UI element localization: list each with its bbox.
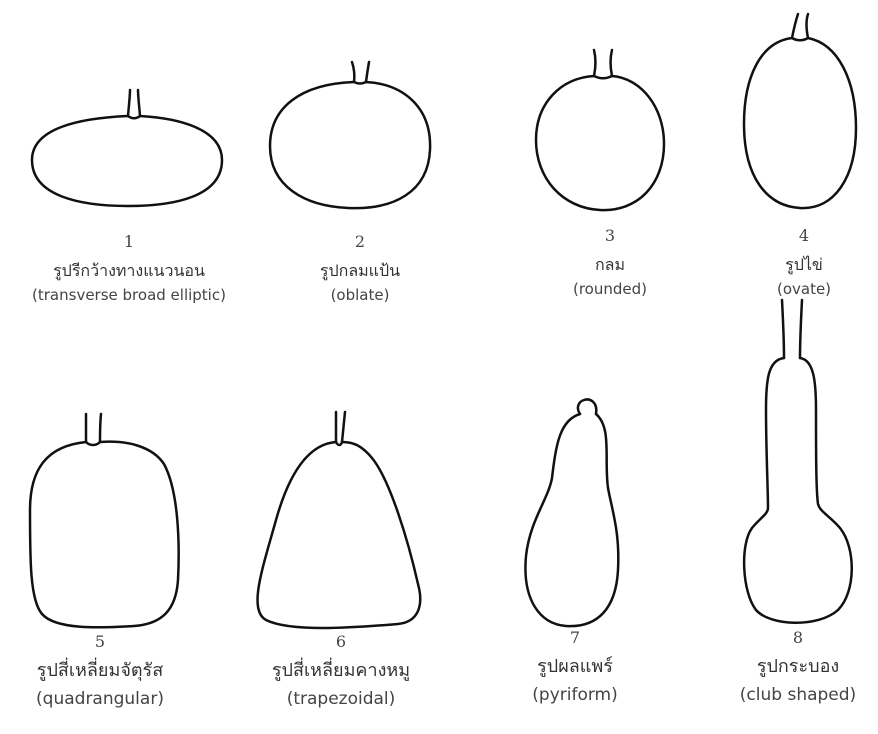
english-name: (rounded) [520, 278, 700, 300]
english-name: (transverse broad elliptic) [0, 284, 258, 306]
shape-number: 3 [520, 226, 700, 246]
shape-number: 7 [500, 628, 650, 648]
english-name: (trapezoidal) [236, 688, 446, 710]
label-group-5: 5 รูปสี่เหลี่ยมจัตุรัส (quadrangular) [0, 632, 200, 710]
label-group-1: 1 รูปรีกว้างทางแนวนอน (transverse broad … [0, 232, 258, 306]
thai-name: รูปสี่เหลี่ยมคางหมู [236, 658, 446, 684]
english-name: (oblate) [270, 284, 450, 306]
shape-number: 5 [0, 632, 200, 652]
shape-club [744, 300, 852, 623]
thai-name: กลม [520, 252, 700, 278]
thai-name: รูปผลแพร์ [500, 654, 650, 680]
shape-number: 2 [270, 232, 450, 252]
label-group-8: 8 รูปกระบอง (club shaped) [718, 628, 878, 706]
english-name: (ovate) [730, 278, 878, 300]
shape-ovate [744, 14, 856, 208]
shape-number: 1 [0, 232, 258, 252]
english-name: (quadrangular) [0, 688, 200, 710]
shape-transverse-broad-elliptic [32, 90, 222, 206]
shape-oblate [270, 62, 430, 208]
shape-pyriform [525, 400, 618, 627]
label-group-4: 4 รูปไข่ (ovate) [730, 226, 878, 300]
thai-name: รูปไข่ [730, 252, 878, 278]
english-name: (club shaped) [718, 684, 878, 706]
label-group-3: 3 กลม (rounded) [520, 226, 700, 300]
shape-rounded [536, 50, 664, 210]
shape-number: 8 [718, 628, 878, 648]
shape-number: 4 [730, 226, 878, 246]
thai-name: รูปรีกว้างทางแนวนอน [0, 258, 258, 284]
english-name: (pyriform) [500, 684, 650, 706]
thai-name: รูปสี่เหลี่ยมจัตุรัส [0, 658, 200, 684]
shape-number: 6 [236, 632, 446, 652]
thai-name: รูปกลมแป้น [270, 258, 450, 284]
label-group-2: 2 รูปกลมแป้น (oblate) [270, 232, 450, 306]
thai-name: รูปกระบอง [718, 654, 878, 680]
shape-trapezoidal [257, 412, 420, 628]
label-group-6: 6 รูปสี่เหลี่ยมคางหมู (trapezoidal) [236, 632, 446, 710]
shape-quadrangular [30, 414, 179, 627]
label-group-7: 7 รูปผลแพร์ (pyriform) [500, 628, 650, 706]
